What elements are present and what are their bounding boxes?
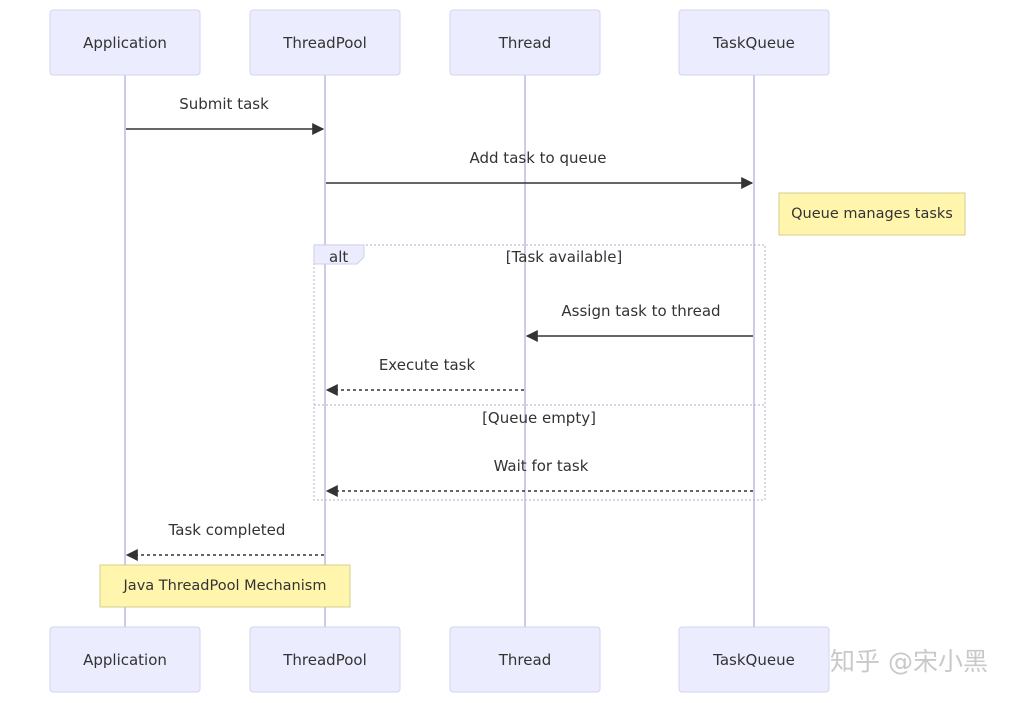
- alt-frame: alt [Task available] [Queue empty]: [313, 244, 766, 501]
- note-label: Java ThreadPool Mechanism: [123, 578, 327, 594]
- actor-box: [449, 9, 601, 76]
- message-label: Submit task: [179, 95, 269, 113]
- actor-box: [49, 626, 201, 693]
- message-add-task-to-queue: Add task to queue: [326, 149, 754, 189]
- actor-box: [249, 9, 401, 76]
- note-box: [99, 564, 351, 608]
- actor-label: TaskQueue: [712, 651, 795, 669]
- actor-label: Thread: [498, 34, 551, 52]
- watermark-text: 知乎 @宋小黑: [830, 647, 988, 676]
- actor-box: [678, 9, 830, 76]
- message-submit-task: Submit task: [126, 95, 325, 135]
- message-label: Assign task to thread: [561, 302, 720, 320]
- actor-threadpool-top: ThreadPool: [249, 9, 401, 76]
- actor-threadpool-bottom: ThreadPool: [249, 626, 401, 693]
- note-queue-manages-tasks: Queue manages tasks: [778, 192, 966, 236]
- actor-label: ThreadPool: [282, 34, 366, 52]
- actor-box: [678, 626, 830, 693]
- note-label: Queue manages tasks: [791, 206, 953, 222]
- alt-frame-tab: [313, 244, 365, 265]
- actor-label: ThreadPool: [282, 651, 366, 669]
- actor-label: Thread: [498, 651, 551, 669]
- message-execute-task: Execute task: [325, 356, 524, 396]
- message-wait-for-task: Wait for task: [325, 457, 753, 497]
- message-label: Wait for task: [494, 457, 589, 475]
- alt-condition-queue-empty: [Queue empty]: [482, 409, 596, 427]
- actor-taskqueue-bottom: TaskQueue: [678, 626, 830, 693]
- message-label: Execute task: [379, 356, 476, 374]
- actor-box: [449, 626, 601, 693]
- actor-thread-bottom: Thread: [449, 626, 601, 693]
- message-assign-task-to-thread: Assign task to thread: [525, 302, 753, 342]
- note-java-threadpool-mechanism: Java ThreadPool Mechanism: [99, 564, 351, 608]
- actor-label: TaskQueue: [712, 34, 795, 52]
- alt-frame-keyword: alt: [329, 248, 348, 266]
- actor-application-top: Application: [49, 9, 201, 76]
- actor-application-bottom: Application: [49, 626, 201, 693]
- alt-condition-task-available: [Task available]: [506, 248, 623, 266]
- message-label: Task completed: [168, 521, 286, 539]
- message-task-completed: Task completed: [125, 521, 324, 561]
- alt-frame-border: [313, 244, 766, 501]
- actor-label: Application: [83, 651, 167, 669]
- actor-taskqueue-top: TaskQueue: [678, 9, 830, 76]
- message-label: Add task to queue: [470, 149, 607, 167]
- actor-thread-top: Thread: [449, 9, 601, 76]
- actor-box: [49, 9, 201, 76]
- actor-label: Application: [83, 34, 167, 52]
- note-box: [778, 192, 966, 236]
- actor-box: [249, 626, 401, 693]
